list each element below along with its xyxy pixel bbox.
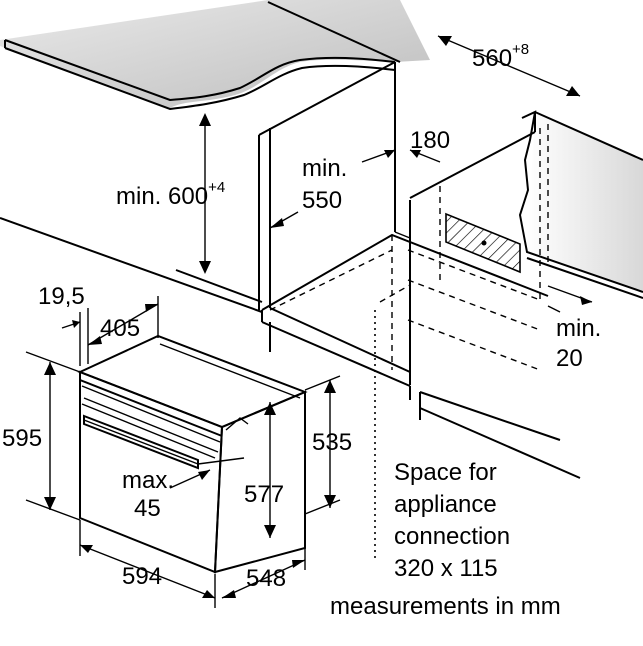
label-max-45-line2: 45: [134, 495, 161, 522]
label-405: 405: [100, 315, 140, 342]
label-min-550-line1: min.: [302, 155, 347, 182]
label-180: 180: [410, 127, 450, 154]
label-19-5: 19,5: [38, 283, 85, 310]
label-connection-line4: 320 x 115: [394, 555, 498, 582]
niche-dimensions: [199, 35, 593, 313]
label-548: 548: [246, 565, 286, 592]
cabinet-niche: [0, 61, 581, 479]
label-577: 577: [244, 481, 284, 508]
connection-area: [374, 212, 521, 560]
worktop: [0, 0, 430, 111]
right-wall: [518, 110, 643, 299]
label-min-20-line2: 20: [556, 345, 583, 372]
label-min-20-line1: min.: [556, 315, 601, 342]
label-595: 595: [2, 425, 42, 452]
label-units-note: measurements in mm: [330, 593, 561, 620]
label-connection-line2: appliance: [394, 491, 497, 518]
label-max-45-line1: max.: [122, 467, 174, 494]
oven-dimensions: [25, 296, 341, 608]
label-535: 535: [312, 429, 352, 456]
oven-appliance: [77, 334, 308, 574]
label-connection-line1: Space for: [394, 459, 497, 486]
label-min-600: min. 600+4: [116, 179, 225, 210]
label-connection-line3: connection: [394, 523, 510, 550]
label-594: 594: [122, 563, 162, 590]
label-560: 560+8: [472, 41, 529, 72]
hidden-edges: [269, 124, 549, 371]
label-min-550-line2: 550: [302, 187, 342, 214]
labels: 560+8 180 min. 550 min. 600+4 min. 20 19…: [2, 41, 601, 620]
